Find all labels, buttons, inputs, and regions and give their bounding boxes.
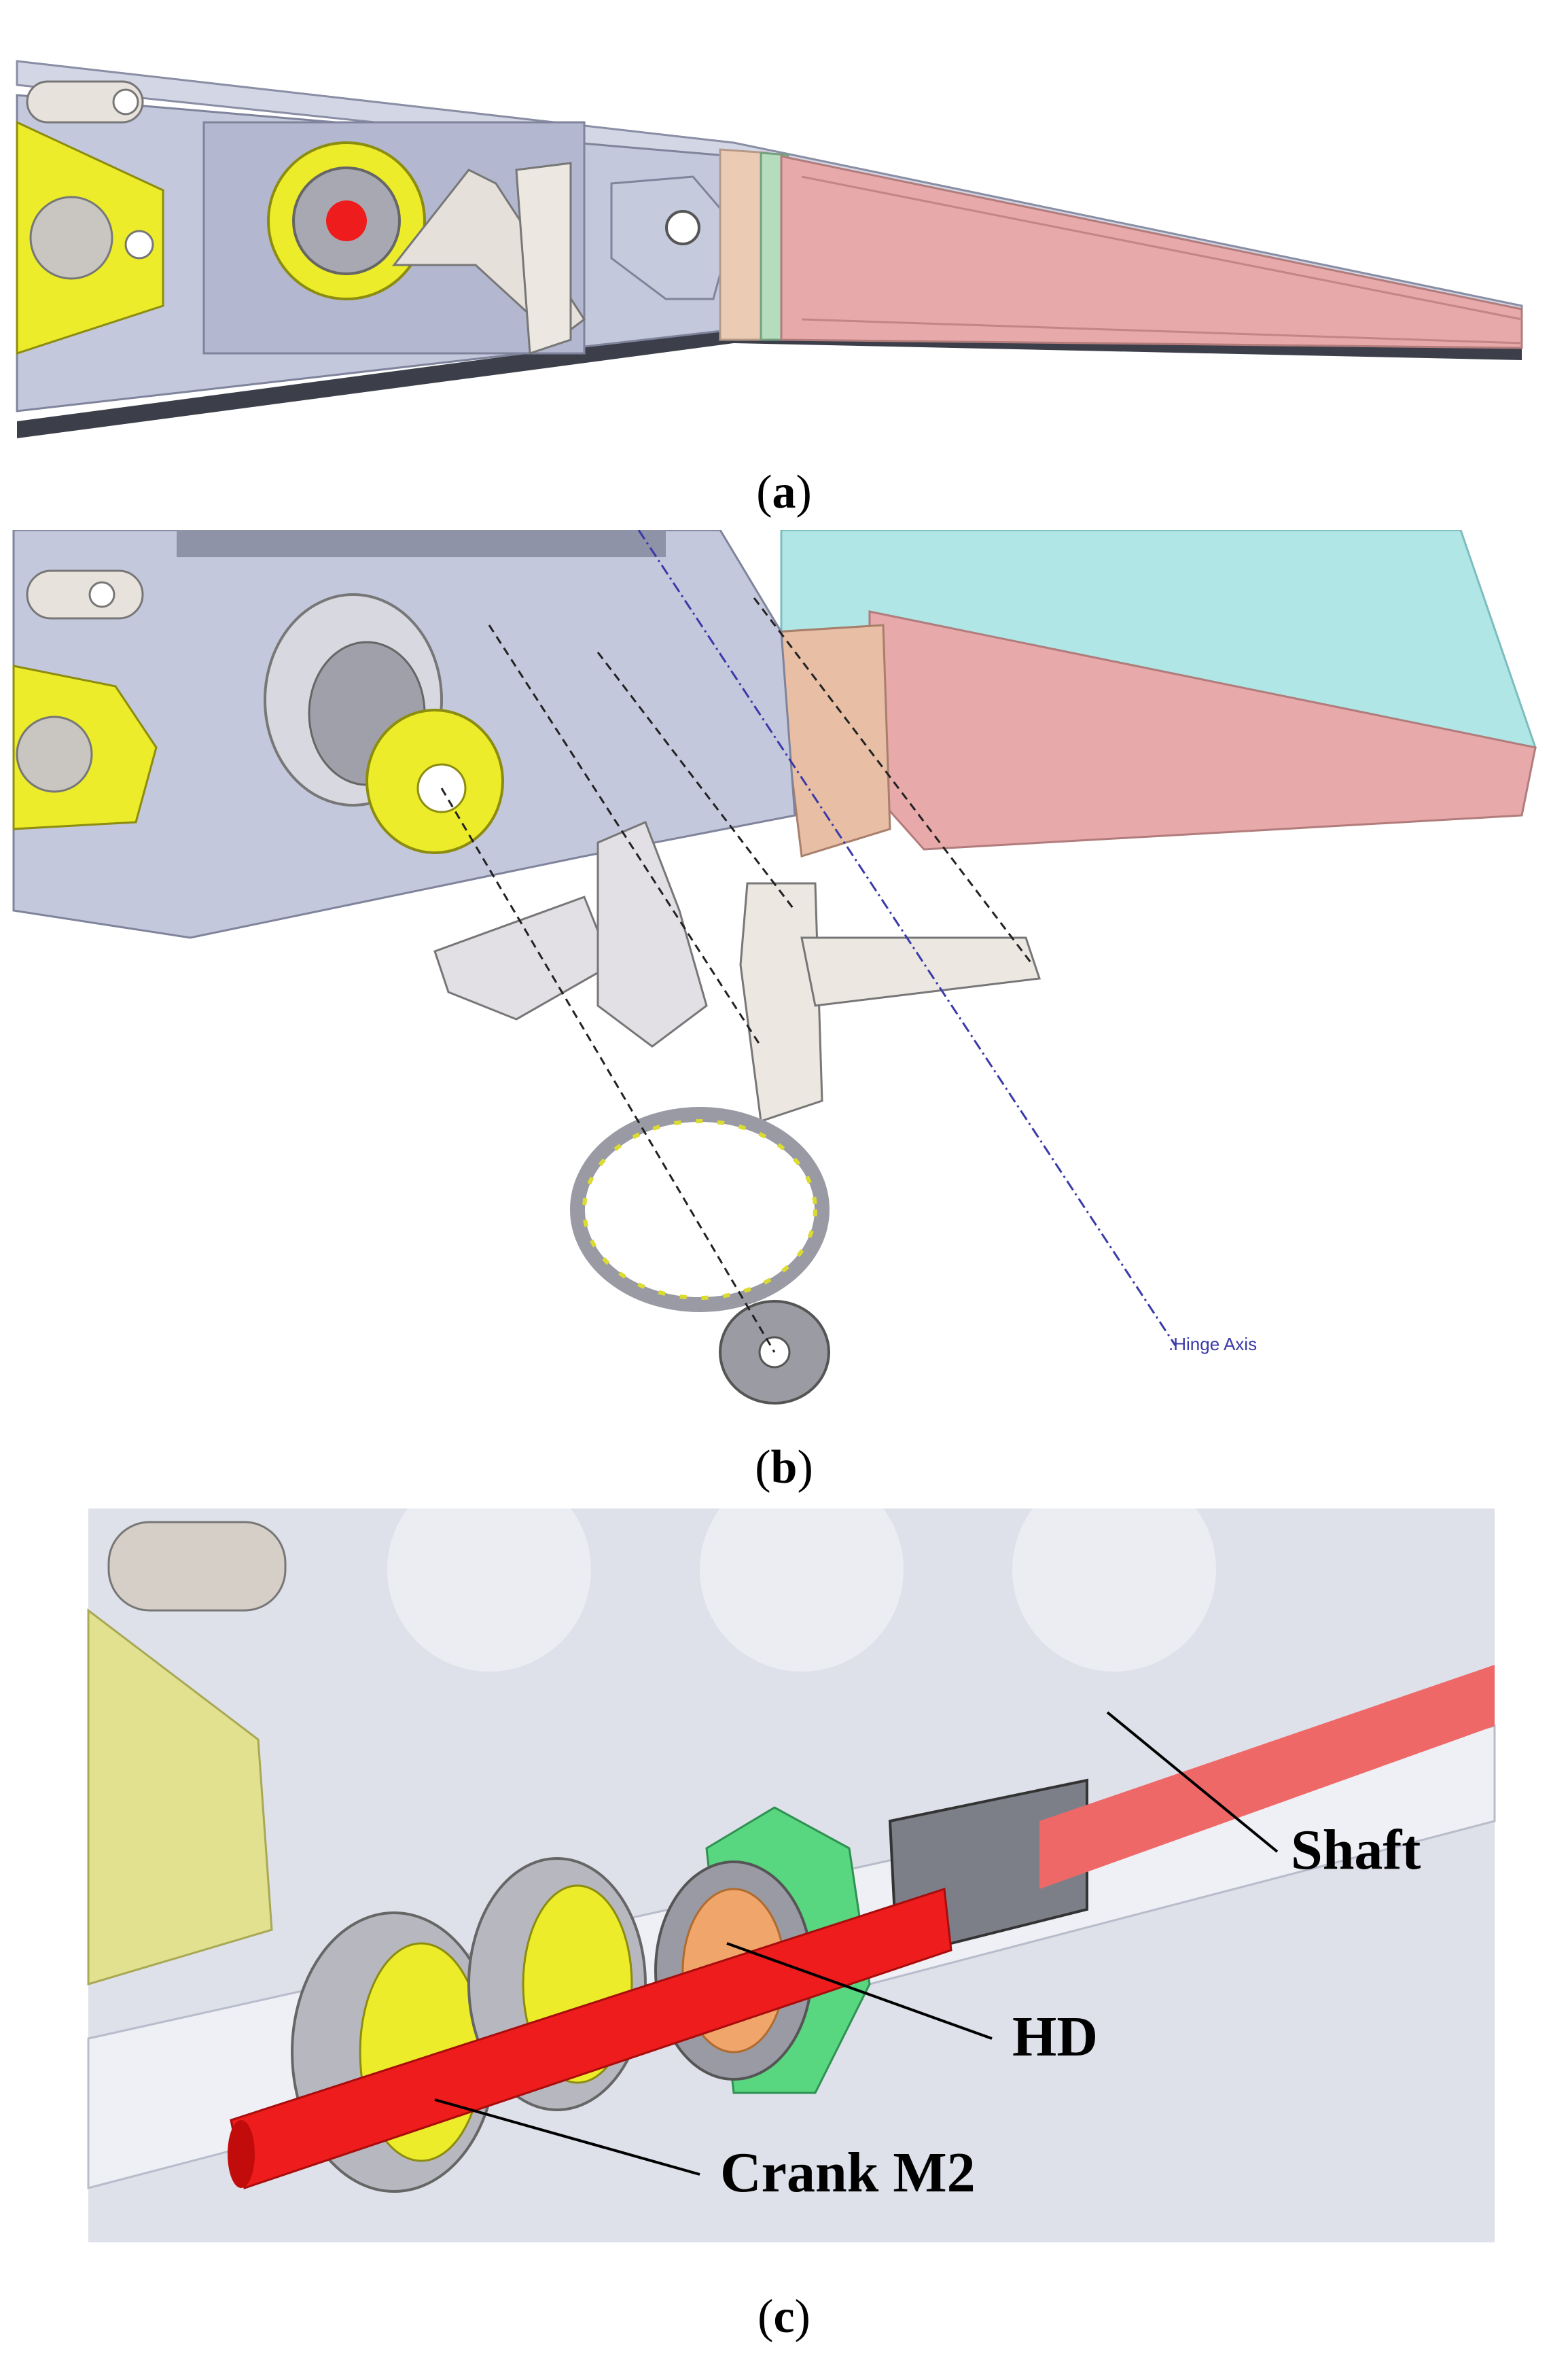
caption-b: (b) — [755, 1441, 813, 1494]
link-lower-left — [433, 896, 613, 1021]
leader-crank — [434, 2098, 700, 2176]
crank-pin-b — [16, 716, 93, 793]
shaft-end-c — [228, 2120, 255, 2188]
leader-hd — [726, 1942, 993, 2040]
lower-skin — [17, 326, 1522, 438]
panel-c-drawing: Shaft HD Crank M2 — [87, 1509, 1496, 2242]
trailing-edge-ribs — [801, 175, 1522, 345]
crank-hole — [124, 230, 154, 260]
top-link — [26, 80, 144, 124]
panel-a: (a) — [0, 41, 1568, 518]
panel-b: .Hinge Axis (b) — [0, 530, 1568, 1494]
shaft-far — [1039, 1665, 1495, 1889]
hinge-flange-b — [773, 624, 891, 858]
link-vertical — [739, 882, 823, 1123]
label-shaft: Shaft — [1291, 1818, 1421, 1882]
hinge-axis-line — [637, 530, 1177, 1346]
shaft-end — [326, 200, 367, 241]
panel-b-drawing: .Hinge Axis — [12, 530, 1537, 1405]
top-link-hole-b — [88, 581, 115, 608]
panel-c: Shaft HD Crank M2 (c) — [0, 1509, 1568, 2364]
trailing-edge — [780, 155, 1523, 349]
top-link-c — [107, 1521, 287, 1612]
top-link-hole — [112, 88, 139, 116]
link-lower-mid — [596, 821, 708, 1048]
lightening-hole-1 — [387, 1509, 591, 1672]
crank-left-c — [87, 1608, 273, 1986]
exploded-bearing — [570, 1107, 830, 1312]
lightening-hole-2 — [700, 1509, 904, 1672]
caption-a-letter: a — [772, 466, 796, 518]
label-crank: Crank M2 — [720, 2141, 976, 2204]
link-plate — [515, 162, 572, 355]
link-horizontal — [800, 936, 1041, 1007]
leader-shaft — [1106, 1711, 1279, 1853]
top-link-b — [26, 569, 144, 620]
panel-a-drawing — [16, 60, 1523, 438]
lightening-hole-3 — [1012, 1509, 1216, 1672]
label-hd: HD — [1012, 2005, 1098, 2068]
caption-c: (c) — [758, 2291, 810, 2343]
assembly-axis-2 — [488, 624, 762, 1047]
frame-top — [177, 530, 666, 557]
bearing-balls — [582, 1119, 817, 1300]
hinge-pin — [665, 210, 700, 245]
caption-a: (a) — [756, 466, 812, 518]
caption-c-letter: c — [773, 2291, 795, 2343]
assembly-axis-1 — [440, 788, 776, 1353]
caption-b-letter: b — [770, 1441, 798, 1494]
crank-pin — [29, 196, 113, 280]
assembly-axis-4 — [753, 597, 1034, 966]
hinge-axis-label: .Hinge Axis — [1169, 1334, 1257, 1354]
